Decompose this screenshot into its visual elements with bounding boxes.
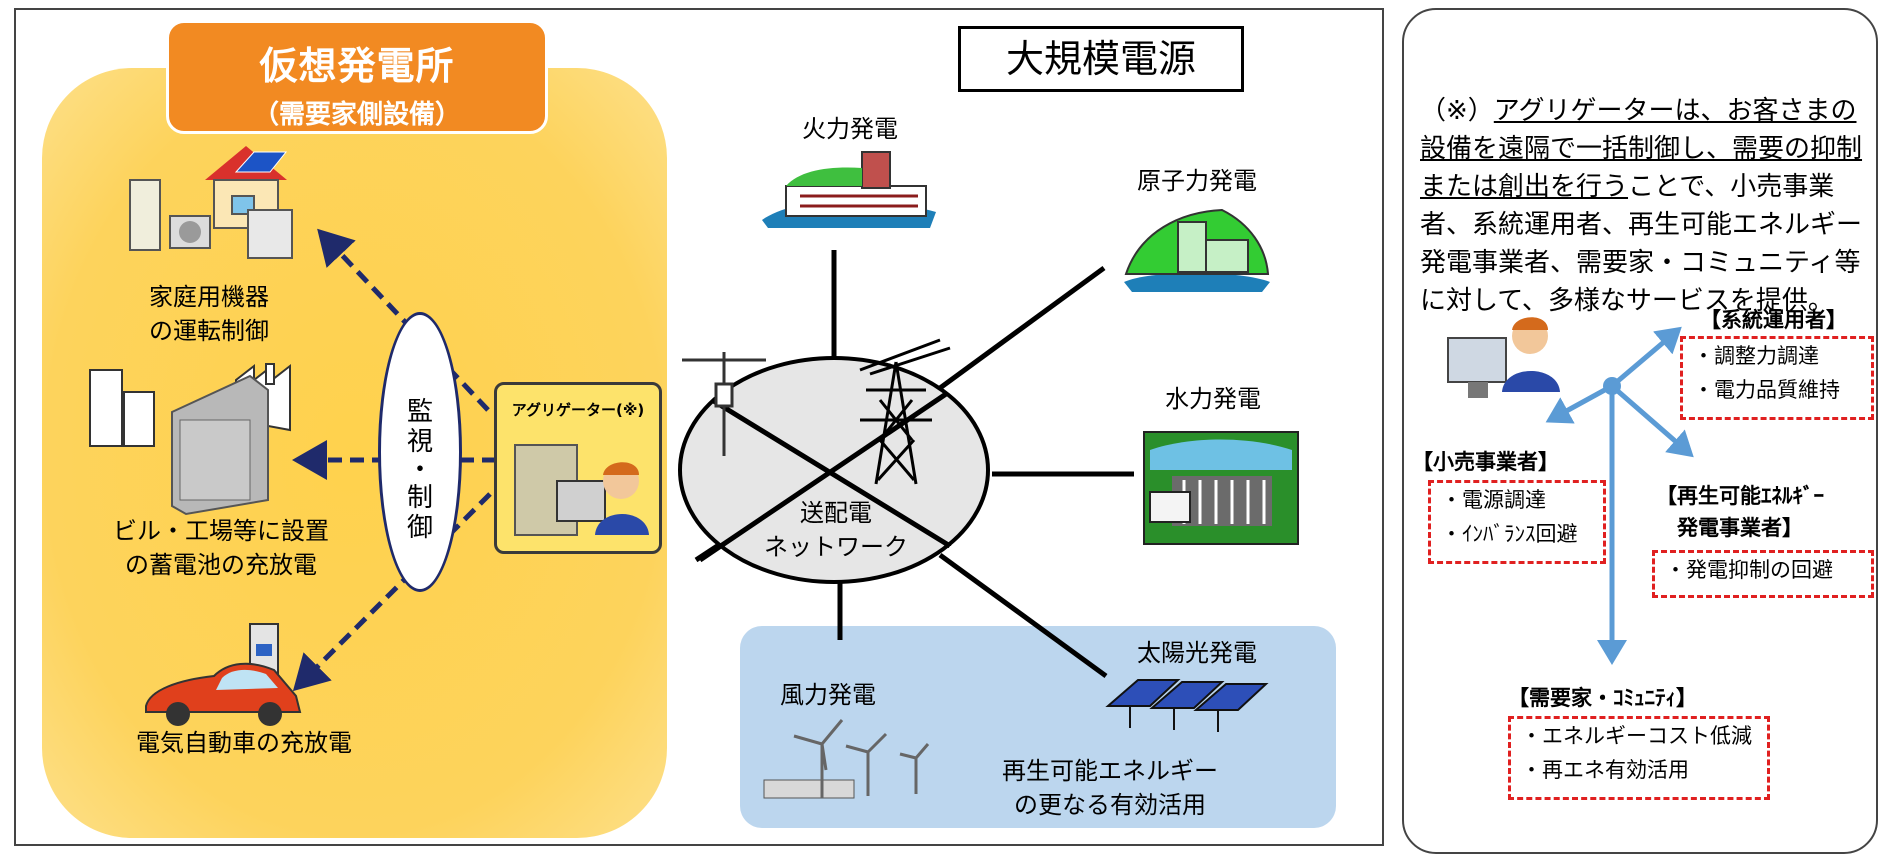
retailer-item-1: ・電源調達: [1441, 488, 1546, 512]
renewable-label-line-1: 再生可能エネルギー: [1002, 757, 1218, 785]
renewable-gen-box: ・発電抑制の回避: [1652, 550, 1874, 598]
home-label: 家庭用機器 の運転制御: [124, 280, 294, 348]
renewable-gen-title: 【再生可能ｴﾈﾙｷﾞｰ 発電事業者】: [1636, 480, 1844, 544]
monitor-control-oval: 監 視 ・ 制 御: [378, 312, 462, 592]
aggregator-label: アグリゲーター(※): [511, 401, 645, 419]
renewable-label-line-2: の更なる有効活用: [1014, 791, 1206, 819]
monitor-char-1: 監: [406, 397, 433, 427]
utility-pole-icon: [682, 352, 766, 456]
consumer-box: ・エネルギーコスト低減 ・再エネ有効活用: [1508, 716, 1770, 800]
consumer-item-1: ・エネルギーコスト低減: [1521, 724, 1752, 748]
vpp-title: 仮想発電所: [259, 44, 455, 88]
service-arrows: [1545, 326, 1694, 665]
note-underlined-1: アグリゲーターは、お客さまの: [1493, 96, 1857, 126]
large-scale-power-box: 大規模電源: [958, 26, 1244, 92]
retailer-box: ・電源調達 ・ｲﾝﾊﾞﾗﾝｽ回避: [1428, 480, 1606, 564]
aggregator-note: （※）アグリゲーターは、お客さまの設備を遠隔で一括制御し、需要の抑制または創出を…: [1420, 92, 1870, 320]
retailer-item-2: ・ｲﾝﾊﾞﾗﾝｽ回避: [1441, 522, 1578, 546]
building-label-line-1: ビル・工場等に設置: [113, 517, 329, 545]
aggregator-computer-icon: [514, 444, 649, 536]
nuclear-plant-icon: [1124, 208, 1270, 292]
home-label-line-2: の運転制御: [149, 317, 269, 345]
consumer-item-2: ・再エネ有効活用: [1521, 758, 1689, 782]
monitor-char-4: 制: [406, 483, 433, 513]
vpp-title-box: 仮想発電所 （需要家側設備）: [166, 20, 548, 134]
monitor-char-5: 御: [406, 513, 433, 543]
left-panel: [14, 8, 1384, 846]
note-rest: ことで、小売事業者、系統運用者、再生可能エネルギー発電事業者、需要家・コミュニテ…: [1420, 172, 1863, 316]
monitor-char-3: ・: [406, 455, 433, 485]
network-label-line-2: ネットワーク: [764, 533, 908, 561]
thermal-plant-icon: [762, 151, 936, 228]
note-underlined-2: 設備を遠隔で一括制御し、需要の抑: [1420, 134, 1837, 164]
note-underlined-3: 制または創出を行う: [1420, 134, 1863, 202]
renewable-gen-title-2: 発電事業者】: [1677, 516, 1803, 540]
nuclear-label: 原子力発電: [1137, 167, 1257, 195]
transmission-tower-icon: [859, 338, 951, 485]
network-label-line-1: 送配電: [800, 499, 872, 527]
monitor-char-2: 視: [406, 427, 433, 457]
renewable-label: 再生可能エネルギー の更なる有効活用: [990, 754, 1230, 822]
vpp-subtitle: （需要家側設備）: [252, 100, 461, 130]
renewable-gen-item-1: ・発電抑制の回避: [1665, 558, 1833, 582]
thermal-label: 火力発電: [802, 115, 898, 143]
aggregator-box: アグリゲーター(※): [494, 382, 662, 554]
note-prefix: （※）: [1420, 96, 1494, 126]
hydro-plant-icon: [1143, 431, 1299, 545]
operator-person-icon: [1447, 317, 1560, 398]
building-battery-icon: [89, 363, 291, 516]
retailer-title: 【小売事業者】: [1412, 450, 1559, 474]
consumer-title: 【需要家・ｺﾐｭﾆﾃｨ】: [1508, 686, 1697, 710]
home-label-line-1: 家庭用機器: [149, 283, 269, 311]
electric-vehicle-icon: [145, 623, 302, 726]
solar-panels-icon: [1105, 679, 1269, 732]
ev-label: 電気自動車の充放電: [136, 729, 352, 757]
grid-operator-item-2: ・電力品質維持: [1693, 378, 1840, 402]
hydro-label: 水力発電: [1165, 385, 1261, 413]
wind-label: 風力発電: [780, 681, 876, 709]
building-label: ビル・工場等に設置 の蓄電池の充放電: [98, 514, 344, 582]
service-hub-dot: [1603, 377, 1621, 395]
building-label-line-2: の蓄電池の充放電: [125, 551, 317, 579]
renewable-gen-title-1: 【再生可能ｴﾈﾙｷﾞｰ: [1656, 484, 1824, 508]
solar-label: 太陽光発電: [1137, 639, 1257, 667]
wind-turbines-icon: [763, 719, 930, 799]
grid-operator-title: 【系統運用者】: [1700, 308, 1847, 332]
grid-operator-box: ・調整力調達 ・電力品質維持: [1680, 336, 1874, 420]
home-appliances-icon: [129, 146, 293, 259]
grid-operator-item-1: ・調整力調達: [1693, 344, 1819, 368]
network-label: 送配電 ネットワーク: [756, 496, 916, 564]
